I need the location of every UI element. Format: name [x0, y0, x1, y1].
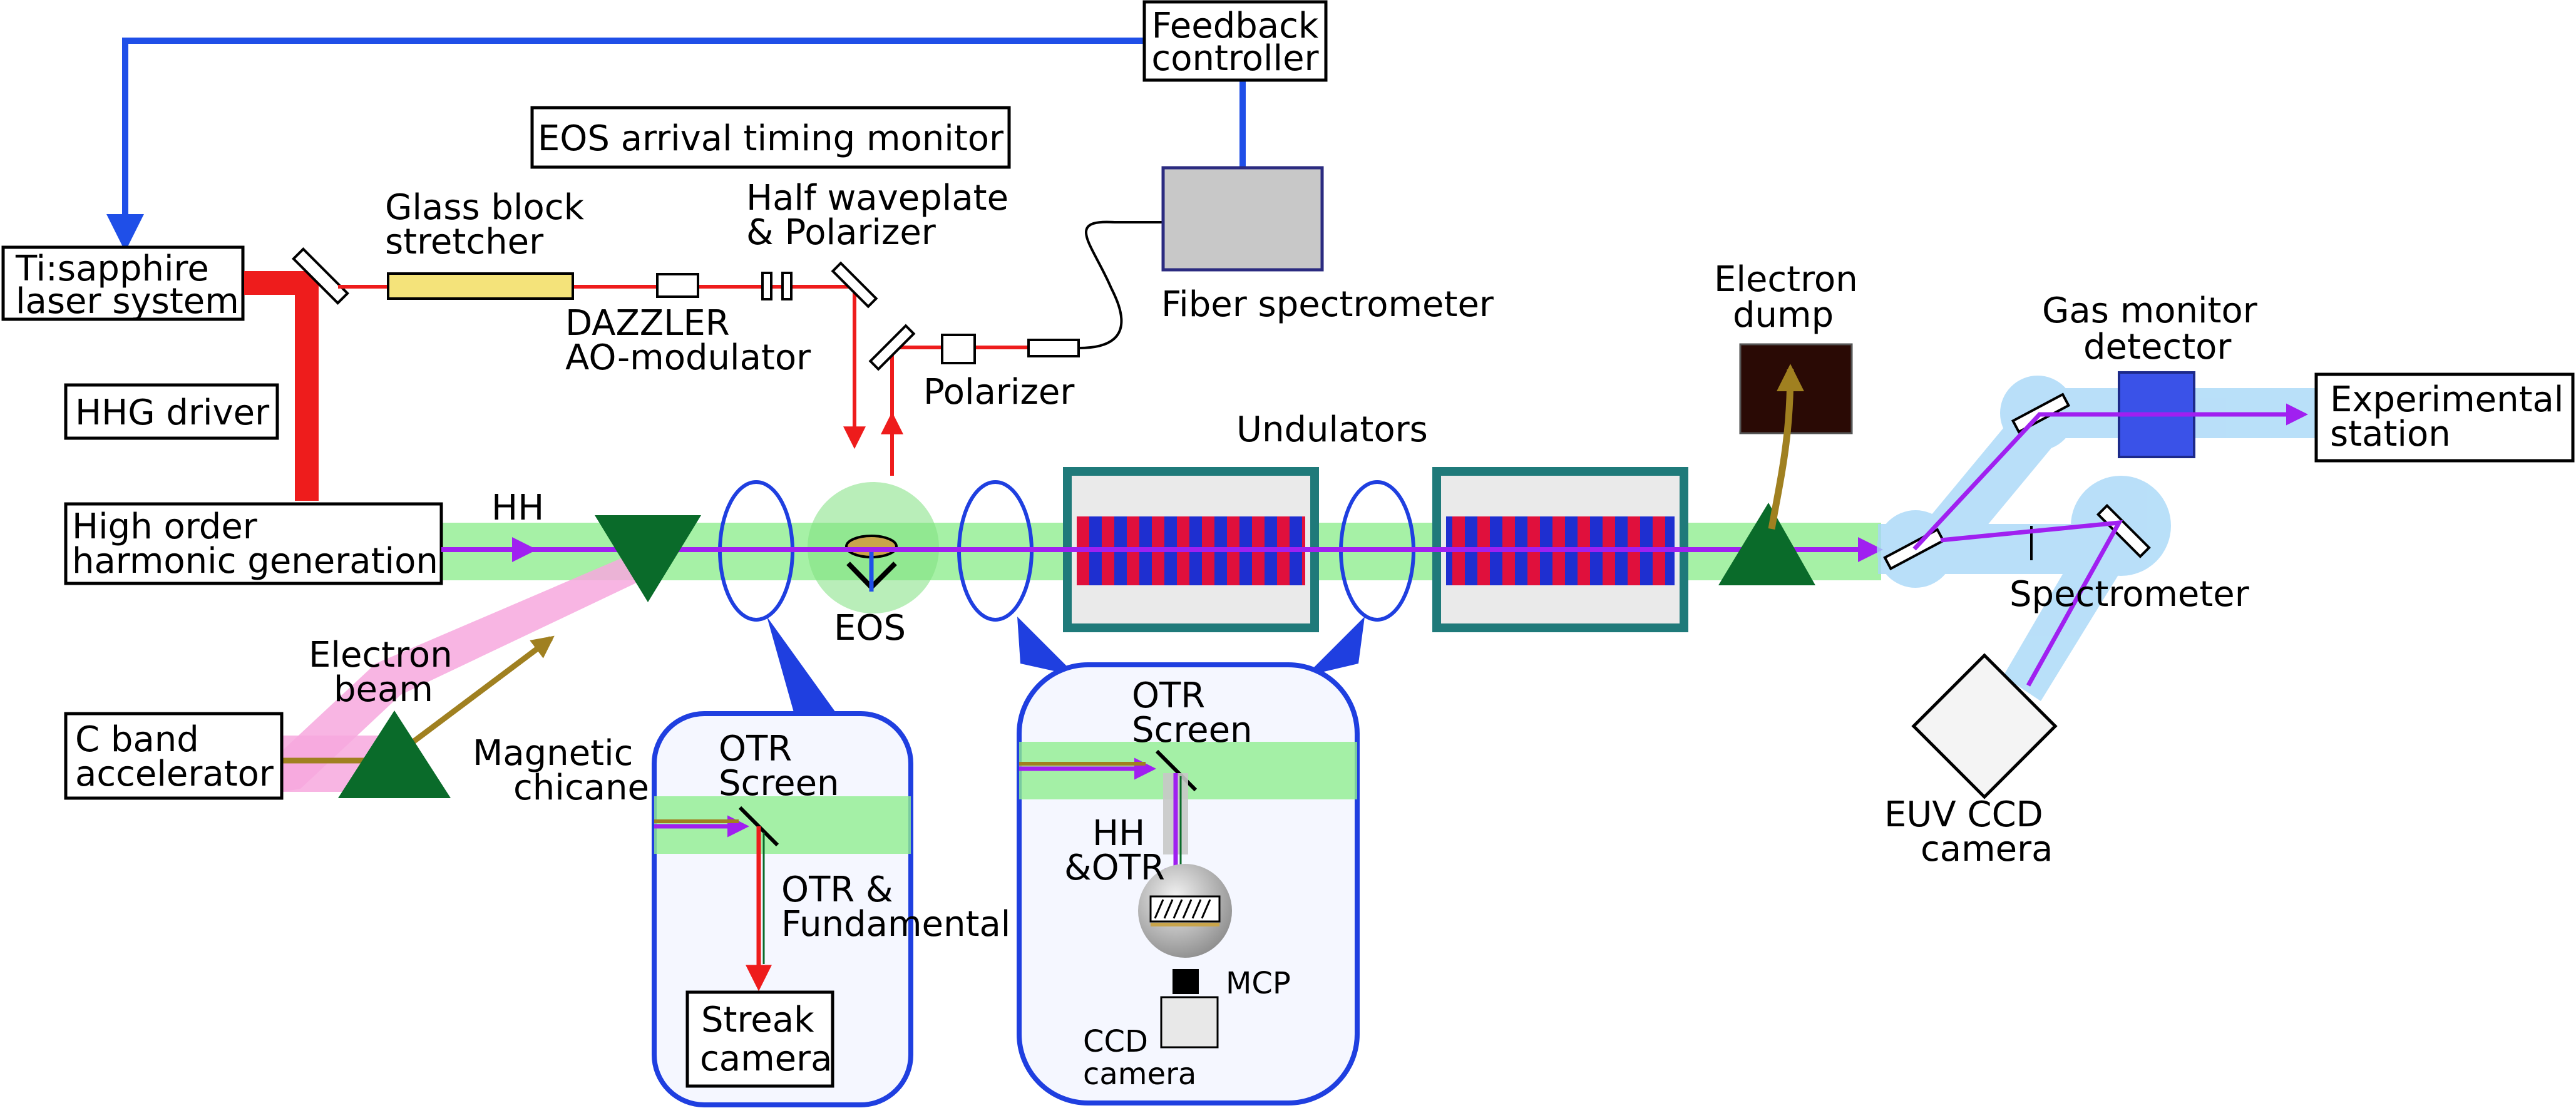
eos-monitor-label: EOS arrival timing monitor [530, 106, 1011, 169]
svg-text:HHG driver: HHG driver [75, 392, 270, 433]
optical-fiber [1078, 220, 1164, 349]
chicane-magnet-upper [595, 515, 701, 602]
svg-text:&OTR: &OTR [1064, 848, 1165, 888]
hohg-box: High order harmonic generation [64, 502, 443, 585]
svg-text:controller: controller [1151, 38, 1319, 79]
svg-text:DAZZLER: DAZZLER [565, 303, 730, 344]
inset-otr-streak: OTR Screen OTR & Fundamental Streak came… [652, 711, 1010, 1107]
svg-text:Glass block: Glass block [385, 187, 585, 228]
svg-text:C band: C band [75, 719, 199, 760]
chicane-magnet-lower [338, 710, 451, 798]
fiber-spectrometer: Fiber spectrometer [1161, 166, 1494, 325]
chicane-label-1: Magnetic [473, 733, 633, 774]
svg-text:Fundamental: Fundamental [781, 904, 1010, 945]
svg-text:Feedback: Feedback [1152, 6, 1319, 46]
c-band-accelerator: C band accelerator [64, 712, 284, 800]
hhg-drive-laser [244, 271, 319, 501]
svg-text:Ti:sapphire: Ti:sapphire [15, 249, 209, 289]
hh-to-station [1912, 403, 2308, 551]
svg-text:Screen: Screen [719, 763, 839, 804]
half-waveplate: Half waveplate & Polarizer [746, 178, 1008, 309]
svg-text:camera: camera [1083, 1057, 1196, 1092]
svg-text:detector: detector [2083, 327, 2232, 367]
feedback-loop [106, 38, 1246, 252]
svg-text:laser system: laser system [16, 281, 239, 322]
laser-system-box: Ti:sapphire laser system [1, 245, 245, 322]
svg-text:OTR: OTR [719, 729, 792, 769]
hh-label: HH [491, 488, 544, 528]
svg-text:Fiber spectrometer: Fiber spectrometer [1161, 284, 1494, 325]
svg-text:AO-modulator: AO-modulator [565, 337, 811, 378]
svg-text:CCD: CCD [1083, 1024, 1148, 1059]
splitter-mirror [292, 247, 349, 305]
svg-text:Experimental: Experimental [2330, 379, 2563, 420]
dump-label-1: Electron [1714, 259, 1858, 300]
svg-text:Screen: Screen [1132, 710, 1253, 751]
svg-text:Polarizer: Polarizer [923, 372, 1075, 413]
inset2-pointer-right [1305, 617, 1365, 676]
experimental-station: Experimental station [2314, 372, 2575, 463]
glass-block-stretcher: Glass block stretcher [385, 187, 585, 300]
svg-text:EOS arrival timing monitor: EOS arrival timing monitor [538, 118, 1004, 159]
hhg-driver-label: HHG driver [64, 383, 279, 440]
svg-text:harmonic generation: harmonic generation [72, 541, 438, 582]
dump-magnet [1718, 503, 1815, 585]
svg-text:camera: camera [1921, 829, 2053, 869]
spectrometer-label: Spectrometer [2009, 574, 2250, 615]
chicane-label-2: chicane [513, 767, 649, 808]
inset2-pointer-left [1017, 617, 1077, 676]
svg-text:stretcher: stretcher [385, 222, 544, 262]
svg-text:OTR &: OTR & [781, 869, 893, 910]
dazzler: DAZZLER AO-modulator [565, 273, 811, 378]
svg-text:EUV CCD: EUV CCD [1884, 794, 2043, 835]
svg-text:station: station [2330, 414, 2451, 454]
feedback-controller: Feedback controller [1142, 0, 1328, 82]
svg-text:accelerator: accelerator [75, 754, 274, 794]
svg-text:Gas monitor: Gas monitor [2042, 290, 2258, 331]
svg-text:Streak: Streak [701, 1000, 814, 1040]
eos-label: EOS [834, 608, 906, 649]
dumped-electrons [1768, 364, 1804, 530]
ebeam-label-1: Electron [309, 635, 453, 675]
svg-text:High order: High order [72, 506, 258, 547]
euv-ccd-camera: EUV CCD camera [1884, 653, 2058, 869]
polarizer: Polarizer [868, 324, 1080, 413]
svg-text:& Polarizer: & Polarizer [746, 212, 936, 253]
inset1-pointer [767, 617, 839, 717]
electron-dump [1739, 343, 1853, 434]
hh-to-spectrometer [1940, 520, 2123, 687]
dump-label-2: dump [1733, 295, 1834, 336]
svg-text:MCP: MCP [1226, 966, 1291, 1001]
svg-text:OTR: OTR [1132, 675, 1205, 716]
svg-text:camera: camera [700, 1039, 832, 1079]
undulators-label: Undulators [1236, 409, 1428, 450]
ebeam-label-2: beam [334, 669, 433, 710]
inset-otr-mcp: OTR Screen HH &OTR MCP CCD camera [1017, 662, 1360, 1105]
svg-text:Half waveplate: Half waveplate [746, 178, 1008, 218]
svg-text:HH: HH [1092, 813, 1145, 854]
